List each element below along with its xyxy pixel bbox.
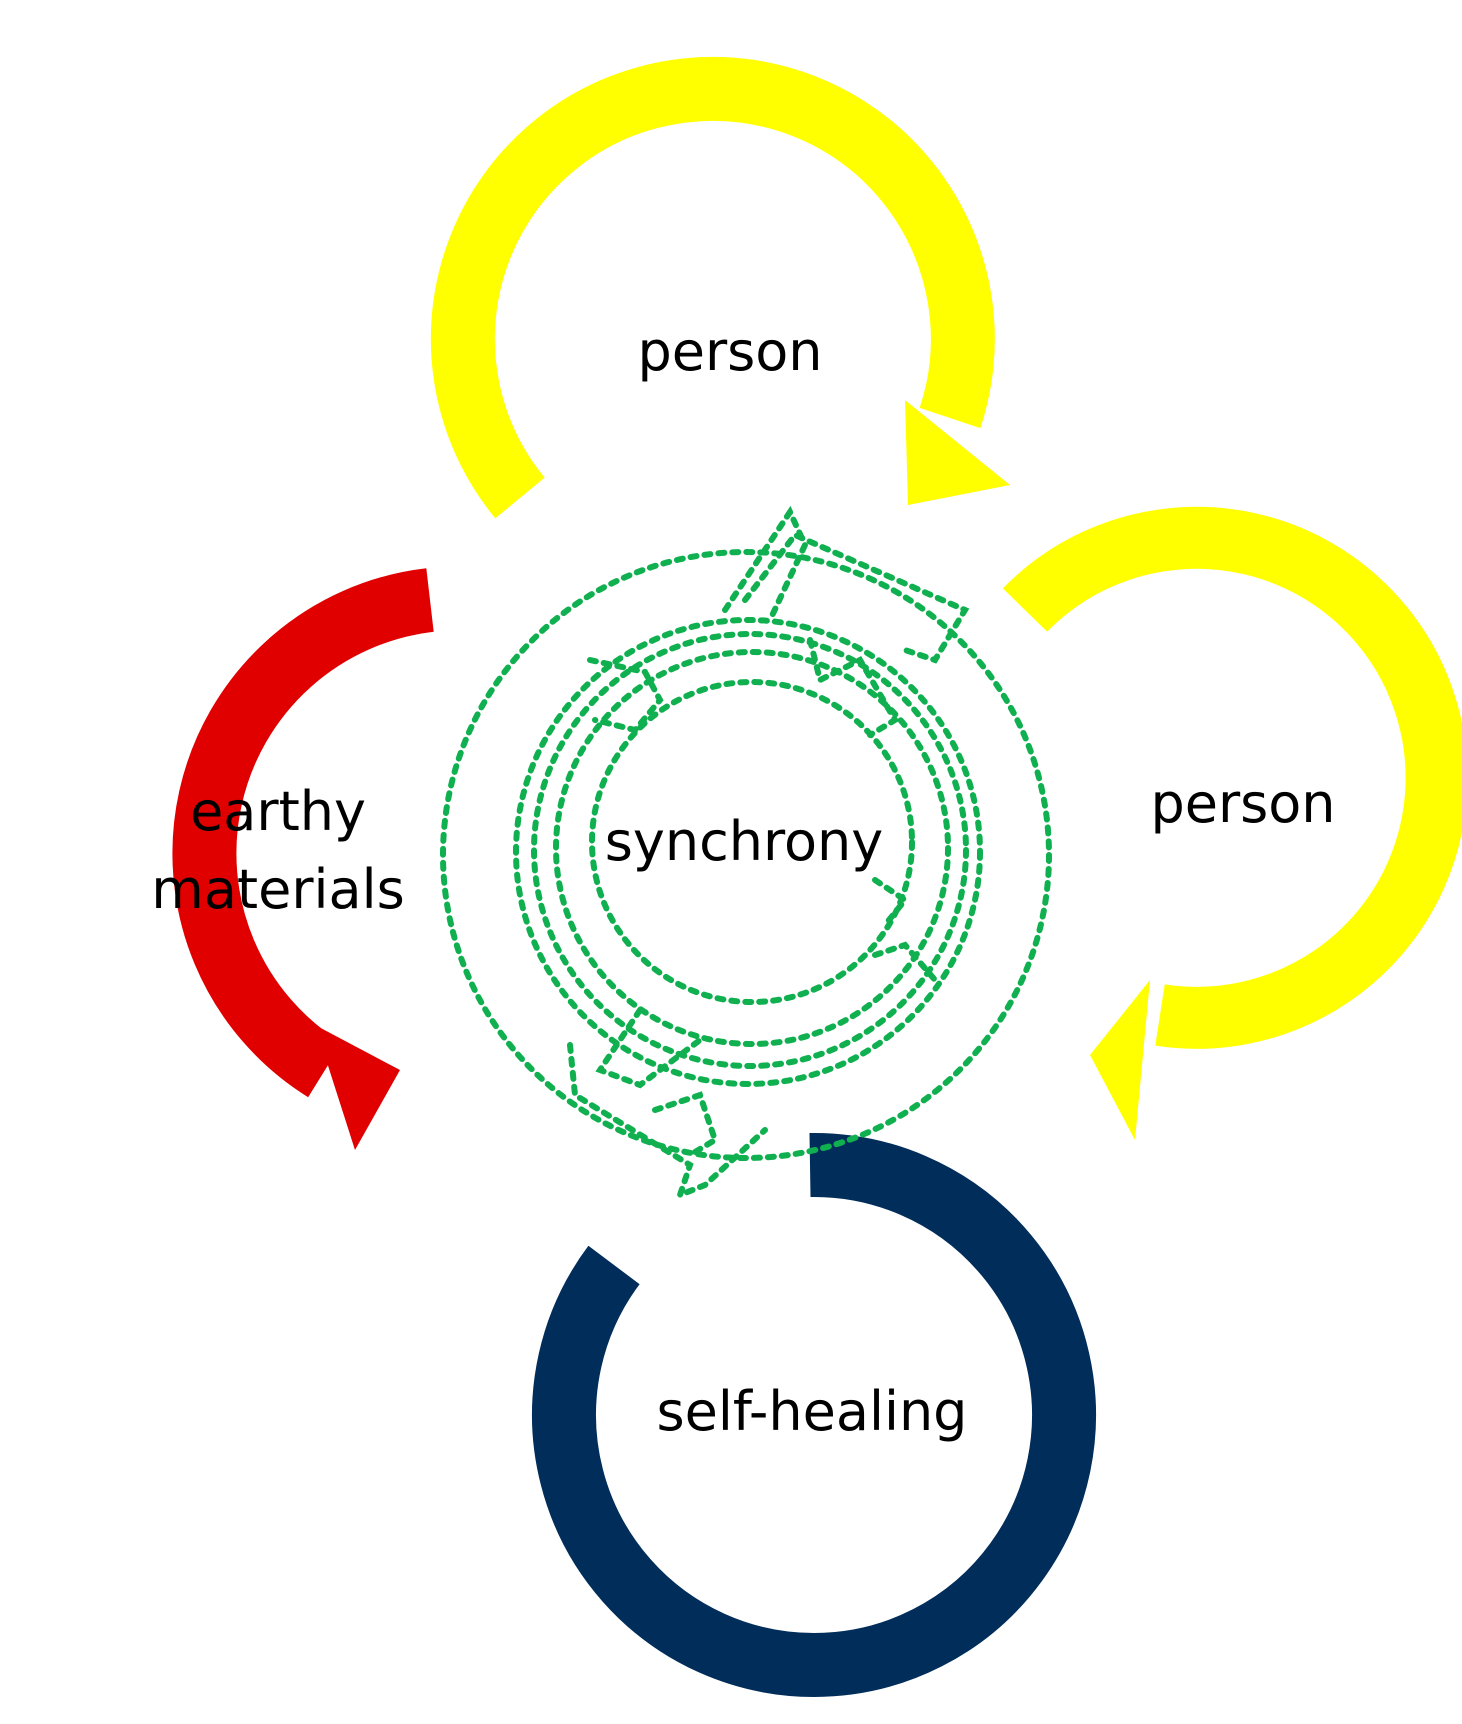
synchrony-top-arrow-2: [742, 531, 970, 664]
synchrony-ring-3: [531, 631, 969, 1069]
self-healing-label: self-healing: [657, 1380, 968, 1443]
person-right-arrowhead: [1090, 980, 1150, 1140]
earthy-materials-cycle: [172, 568, 434, 1150]
synchrony-inner-ring: [589, 679, 915, 1005]
earthy-materials-label-line2: materials: [151, 858, 405, 921]
synchrony-bottom-arrow-2: [567, 1042, 768, 1201]
earthy-materials-label-line1: earthy: [190, 780, 366, 843]
synchrony-inner-arrow-2: [872, 941, 938, 983]
synchrony-left-arrow: [587, 657, 664, 734]
person-top-arc: [430, 56, 995, 519]
person-top-cycle: [430, 56, 1010, 519]
synchrony-ring-4: [553, 649, 951, 1047]
person-top-label: person: [637, 320, 822, 383]
synchrony-label: synchrony: [605, 810, 883, 873]
synchrony-bottom-arrow: [595, 1007, 703, 1089]
synchrony-outer-ring: [440, 549, 1052, 1161]
earthy-materials-arrowhead: [315, 1025, 400, 1150]
synchrony-right-arrow: [807, 637, 900, 738]
synchrony-top-arrow: [722, 505, 809, 623]
person-right-cycle: [1002, 506, 1462, 1140]
self-healing-cycle: [532, 1132, 1097, 1697]
self-healing-arc: [532, 1132, 1097, 1697]
earthy-materials-arc: [172, 568, 434, 1098]
synchrony-inner-arrow: [872, 877, 910, 928]
synchrony-bottom-arrow-3: [652, 1091, 719, 1158]
person-right-arc: [1002, 506, 1462, 1049]
synchrony-ring-2: [513, 617, 983, 1087]
synchrony-rings: [440, 505, 1052, 1201]
person-right-label: person: [1150, 772, 1335, 835]
person-top-arrowhead: [905, 400, 1010, 505]
